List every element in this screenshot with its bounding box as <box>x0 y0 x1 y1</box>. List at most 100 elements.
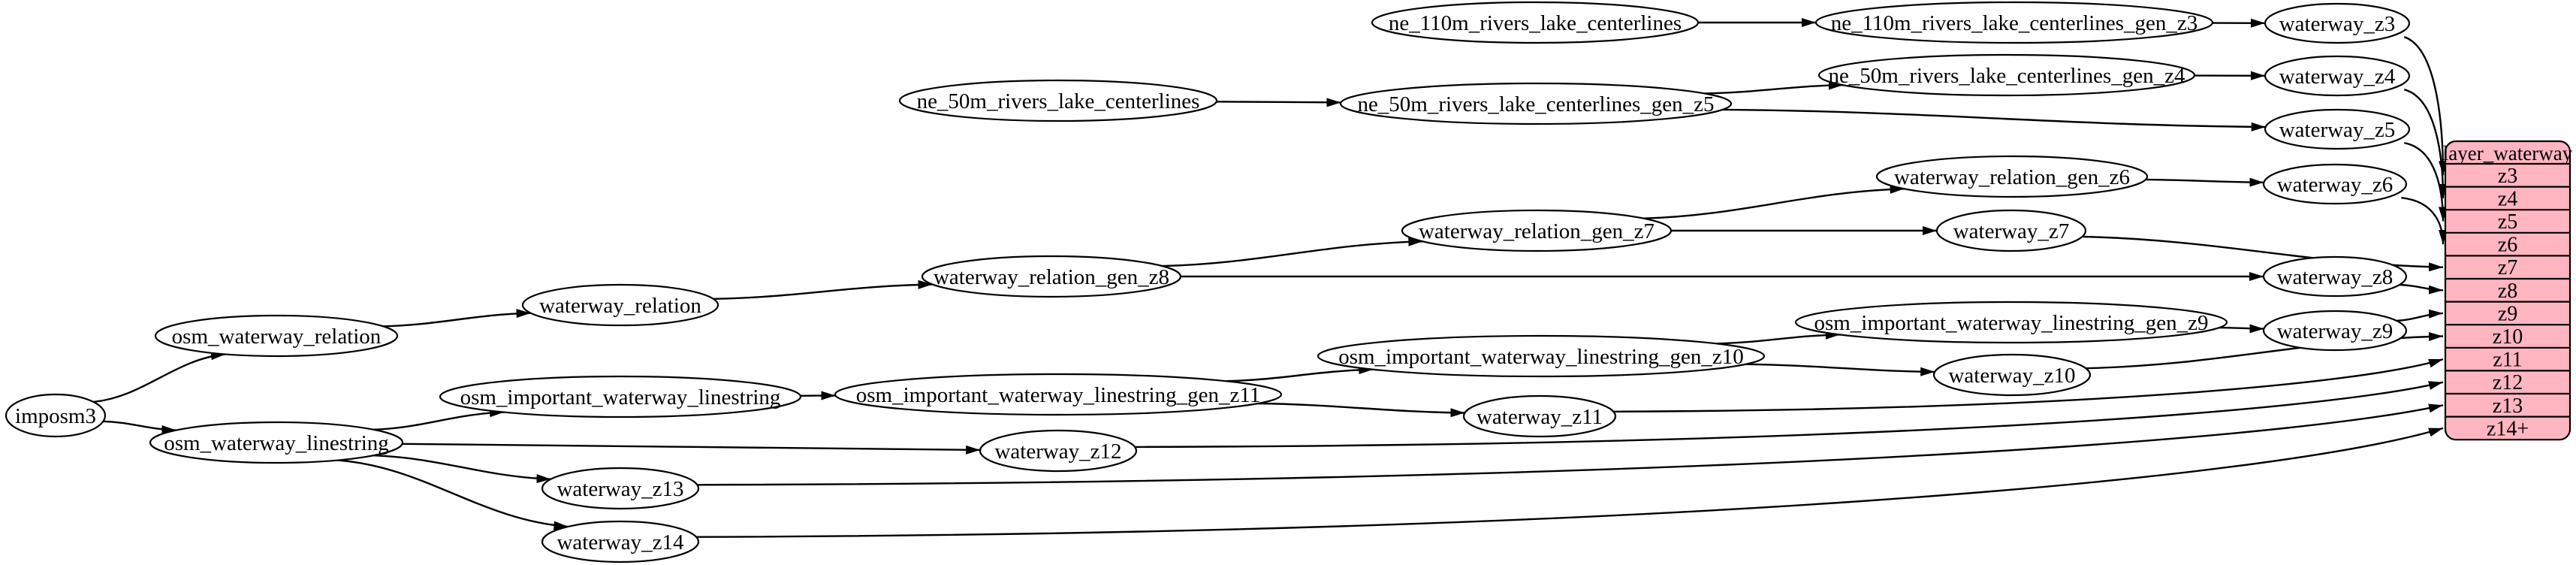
node-waterway_z6: waterway_z6 <box>2262 163 2408 205</box>
node-label-waterway_z6: waterway_z6 <box>2277 173 2394 197</box>
edge-waterway_z13-to-layer_waterway-z13 <box>697 403 2444 486</box>
node-waterway_relation_gen_z8: waterway_relation_gen_z8 <box>921 255 1182 298</box>
table-row-z14+: z14+ <box>2487 417 2529 440</box>
edge-imposm3-to-osm_waterway_relation <box>93 351 226 403</box>
node-label-waterway_z10: waterway_z10 <box>1948 364 2075 388</box>
node-label-ne_50m_rivers_lake_centerlines_gen_z5: ne_50m_rivers_lake_centerlines_gen_z5 <box>1357 92 1714 116</box>
node-ellipse <box>1371 1 1700 44</box>
node-ellipse <box>1932 353 2092 397</box>
node-waterway_z5: waterway_z5 <box>2264 108 2411 150</box>
node-waterway_z8: waterway_z8 <box>2262 255 2408 298</box>
node-ellipse <box>2262 255 2408 298</box>
edge-ne_50m_rivers_lake_centerlines_gen_z5-to-waterway_z5 <box>1722 108 2266 131</box>
edge-osm_important_waterway_linestring_gen_z9-to-waterway_z9 <box>2219 324 2264 334</box>
node-ellipse <box>1814 1 2214 44</box>
node-ellipse <box>1462 394 1617 438</box>
node-ellipse <box>541 467 700 510</box>
table-title: layer_waterway <box>2443 142 2573 165</box>
table-row-z8: z8 <box>2498 279 2517 303</box>
edge-osm_important_waterway_linestring_gen_z11-to-waterway_z11 <box>1257 402 1465 418</box>
table-row-z6: z6 <box>2498 234 2517 257</box>
edges-layer <box>93 18 2448 538</box>
edge-osm_waterway_linestring-to-osm_important_waterway_linestring <box>373 408 505 431</box>
node-ne_110m_rivers_lake_centerlines: ne_110m_rivers_lake_centerlines <box>1371 1 1700 44</box>
node-osm_important_waterway_linestring: osm_important_waterway_linestring <box>439 375 802 418</box>
edge-waterway_z6-to-layer_waterway-z6 <box>2401 197 2448 245</box>
table-row-z11: z11 <box>2493 349 2522 372</box>
edge-osm_important_waterway_linestring_gen_z10-to-waterway_z10 <box>1745 363 1935 376</box>
node-label-waterway_z9: waterway_z9 <box>2277 319 2394 343</box>
node-ellipse <box>1317 334 1766 378</box>
node-waterway_z7: waterway_z7 <box>1935 209 2087 252</box>
node-ellipse <box>1935 209 2087 252</box>
node-waterway_relation: waterway_relation <box>521 283 719 327</box>
node-ellipse <box>979 429 1138 473</box>
node-label-waterway_z3: waterway_z3 <box>2279 12 2396 36</box>
node-ellipse <box>541 520 700 563</box>
edge-waterway_z9-to-layer_waterway-z9 <box>2396 309 2444 322</box>
node-waterway_z4: waterway_z4 <box>2264 55 2411 97</box>
edge-waterway_z12-to-layer_waterway-z12 <box>1135 381 2444 449</box>
node-ne_50m_rivers_lake_centerlines_gen_z4: ne_50m_rivers_lake_centerlines_gen_z4 <box>1817 53 2196 97</box>
edge-imposm3-to-osm_waterway_linestring <box>103 420 176 434</box>
table-row-z9: z9 <box>2498 302 2517 325</box>
table-row-z10: z10 <box>2493 325 2523 349</box>
edge-osm_waterway_linestring-to-waterway_z12 <box>402 443 981 455</box>
node-waterway_z14: waterway_z14 <box>541 520 700 563</box>
node-ne_110m_rivers_lake_centerlines_gen_z3: ne_110m_rivers_lake_centerlines_gen_z3 <box>1814 1 2214 44</box>
node-ellipse <box>921 255 1182 298</box>
node-ellipse <box>898 79 1218 122</box>
edge-waterway_z3-to-layer_waterway-z3 <box>2403 36 2448 176</box>
node-label-waterway_z5: waterway_z5 <box>2279 118 2396 142</box>
table-row-z4: z4 <box>2498 187 2517 210</box>
node-label-osm_waterway_relation: osm_waterway_relation <box>172 325 382 349</box>
node-ne_50m_rivers_lake_centerlines_gen_z5: ne_50m_rivers_lake_centerlines_gen_z5 <box>1339 82 1733 125</box>
node-waterway_z9: waterway_z9 <box>2262 310 2408 352</box>
edge-waterway_relation_gen_z7-to-waterway_relation_gen_z6 <box>1643 184 1905 219</box>
node-label-waterway_z11: waterway_z11 <box>1477 405 1603 429</box>
node-label-ne_50m_rivers_lake_centerlines_gen_z4: ne_50m_rivers_lake_centerlines_gen_z4 <box>1828 64 2185 88</box>
edge-ne_50m_rivers_lake_centerlines_gen_z5-to-ne_50m_rivers_lake_centerlines_gen_z4 <box>1704 80 1844 95</box>
edge-waterway_z14-to-layer_waterway-z14+ <box>696 427 2444 538</box>
node-ellipse <box>2262 163 2408 205</box>
table-row-z12: z12 <box>2493 371 2523 394</box>
node-ellipse <box>1794 301 2228 344</box>
table-row-z5: z5 <box>2498 210 2517 234</box>
node-osm_waterway_relation: osm_waterway_relation <box>154 314 399 358</box>
node-ellipse <box>5 393 107 438</box>
table-row-z7: z7 <box>2498 256 2517 279</box>
node-osm_important_waterway_linestring_gen_z11: osm_important_waterway_linestring_gen_z1… <box>834 373 1283 416</box>
node-ellipse <box>2262 310 2408 352</box>
node-imposm3: imposm3 <box>5 393 107 438</box>
node-label-osm_important_waterway_linestring_gen_z11: osm_important_waterway_linestring_gen_z1… <box>856 383 1261 407</box>
table-row-z3: z3 <box>2498 165 2517 188</box>
node-osm_important_waterway_linestring_gen_z9: osm_important_waterway_linestring_gen_z9 <box>1794 301 2228 344</box>
nodes-layer: imposm3osm_waterway_relationosm_waterway… <box>5 1 2411 563</box>
node-ellipse <box>1875 155 2149 198</box>
node-label-osm_important_waterway_linestring: osm_important_waterway_linestring <box>460 385 781 409</box>
node-waterway_z11: waterway_z11 <box>1462 394 1617 438</box>
node-ellipse <box>834 373 1283 416</box>
node-label-waterway_z4: waterway_z4 <box>2279 65 2396 89</box>
edge-waterway_z7-to-layer_waterway-z7 <box>2082 235 2444 272</box>
node-label-waterway_z8: waterway_z8 <box>2277 265 2394 289</box>
edge-waterway_z8-to-layer_waterway-z8 <box>2400 283 2444 295</box>
table-row-z13: z13 <box>2493 394 2523 418</box>
node-ellipse <box>154 314 399 358</box>
node-ellipse <box>1401 209 1673 252</box>
node-waterway_relation_gen_z7: waterway_relation_gen_z7 <box>1401 209 1673 252</box>
edge-osm_important_waterway_linestring_gen_z11-to-osm_important_waterway_linestring_gen_z10 <box>1226 365 1374 382</box>
node-label-waterway_z13: waterway_z13 <box>557 477 683 501</box>
edge-waterway_relation-to-waterway_relation_gen_z8 <box>713 279 933 300</box>
table-layer-waterway: layer_waterwayz3z4z5z6z7z8z9z10z11z12z13… <box>2443 140 2573 441</box>
node-label-ne_110m_rivers_lake_centerlines: ne_110m_rivers_lake_centerlines <box>1389 11 1682 35</box>
node-ellipse <box>1817 53 2196 97</box>
node-label-waterway_relation_gen_z7: waterway_relation_gen_z7 <box>1419 219 1654 243</box>
edge-waterway_relation_gen_z6-to-waterway_z6 <box>2145 177 2264 187</box>
node-waterway_z10: waterway_z10 <box>1932 353 2092 397</box>
edge-osm_waterway_linestring-to-waterway_z13 <box>373 455 551 484</box>
node-label-waterway_relation_gen_z6: waterway_relation_gen_z6 <box>1894 165 2130 189</box>
table-outline <box>2444 140 2571 441</box>
